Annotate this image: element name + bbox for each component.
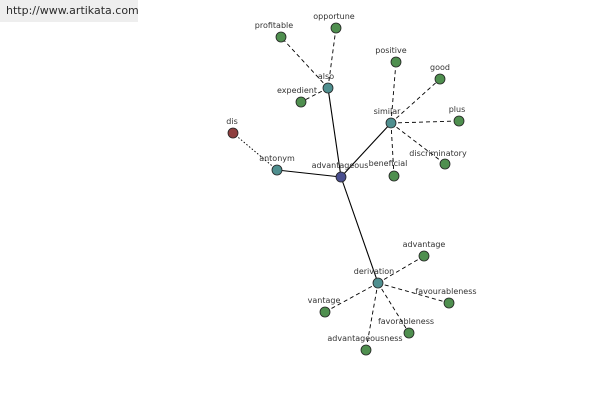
edge-also-profitable [280,36,329,89]
word-label-vantage[interactable]: vantage [308,296,341,305]
word-label-favorableness[interactable]: favorableness [378,317,434,326]
word-node-profitable[interactable] [275,31,287,43]
word-node-discriminatory[interactable] [439,158,451,170]
word-node-advantageousness[interactable] [360,344,372,356]
word-label-opportune[interactable]: opportune [313,12,355,21]
relation-label-similar[interactable]: similar [374,107,402,116]
site-url[interactable]: http://www.artikata.com [6,4,139,17]
word-label-plus[interactable]: plus [449,105,466,114]
word-node-vantage[interactable] [319,306,331,318]
word-node-good[interactable] [434,73,446,85]
word-label-advantageousness[interactable]: advantageousness [327,334,402,343]
word-node-beneficial[interactable] [388,170,400,182]
word-label-expedient[interactable]: expedient [277,86,317,95]
word-label-dis[interactable]: dis [226,117,237,126]
word-node-opportune[interactable] [330,22,342,34]
edge-center-antonym [276,169,342,178]
word-node-favorableness[interactable] [403,327,415,339]
labels-layer: advantageous also profitable opportune exped… [226,12,476,343]
edge-derivation-vantage [324,282,379,313]
relation-node-also[interactable] [322,82,334,94]
edge-derivation-favourableness [377,282,450,304]
center-node-advantageous[interactable] [335,171,347,183]
word-label-good[interactable]: good [430,63,450,72]
word-label-favourableness[interactable]: favourableness [415,287,476,296]
relation-node-antonym[interactable] [271,164,283,176]
word-node-dis[interactable] [227,127,239,139]
relation-label-also[interactable]: also [318,72,334,81]
site-url-banner[interactable]: http://www.artikata.com [0,0,139,22]
word-label-discriminatory[interactable]: discriminatory [409,149,467,158]
word-label-profitable[interactable]: profitable [255,21,293,30]
edge-center-similar [340,122,392,178]
edge-center-derivation [340,176,379,284]
center-label-advantageous[interactable]: advantageous [312,161,369,170]
edges-layer [232,27,460,351]
edge-derivation-advantage [377,255,425,284]
edge-derivation-advantageousness [365,282,379,351]
relation-node-derivation[interactable] [372,277,384,289]
relation-label-derivation[interactable]: derivation [354,267,394,276]
edge-similar-beneficial [390,122,395,177]
relation-label-antonym[interactable]: antonym [259,154,295,163]
edge-similar-discriminatory [390,122,446,165]
nodes-layer [227,22,465,356]
word-node-expedient[interactable] [295,96,307,108]
word-node-advantage[interactable] [418,250,430,262]
word-node-favourableness[interactable] [443,297,455,309]
edge-also-opportune [327,27,337,89]
edge-similar-good [390,78,441,124]
relation-node-similar[interactable] [385,117,397,129]
edge-center-also [327,87,342,178]
word-node-positive[interactable] [390,56,402,68]
edge-similar-plus [390,120,460,124]
word-label-advantage[interactable]: advantage [403,240,446,249]
edge-also-expedient [300,87,329,103]
edge-antonym-dis [232,132,278,171]
word-label-positive[interactable]: positive [375,46,406,55]
edge-similar-positive [390,61,397,124]
edge-derivation-favorableness [377,282,410,334]
word-node-plus[interactable] [453,115,465,127]
word-label-beneficial[interactable]: beneficial [369,159,408,168]
